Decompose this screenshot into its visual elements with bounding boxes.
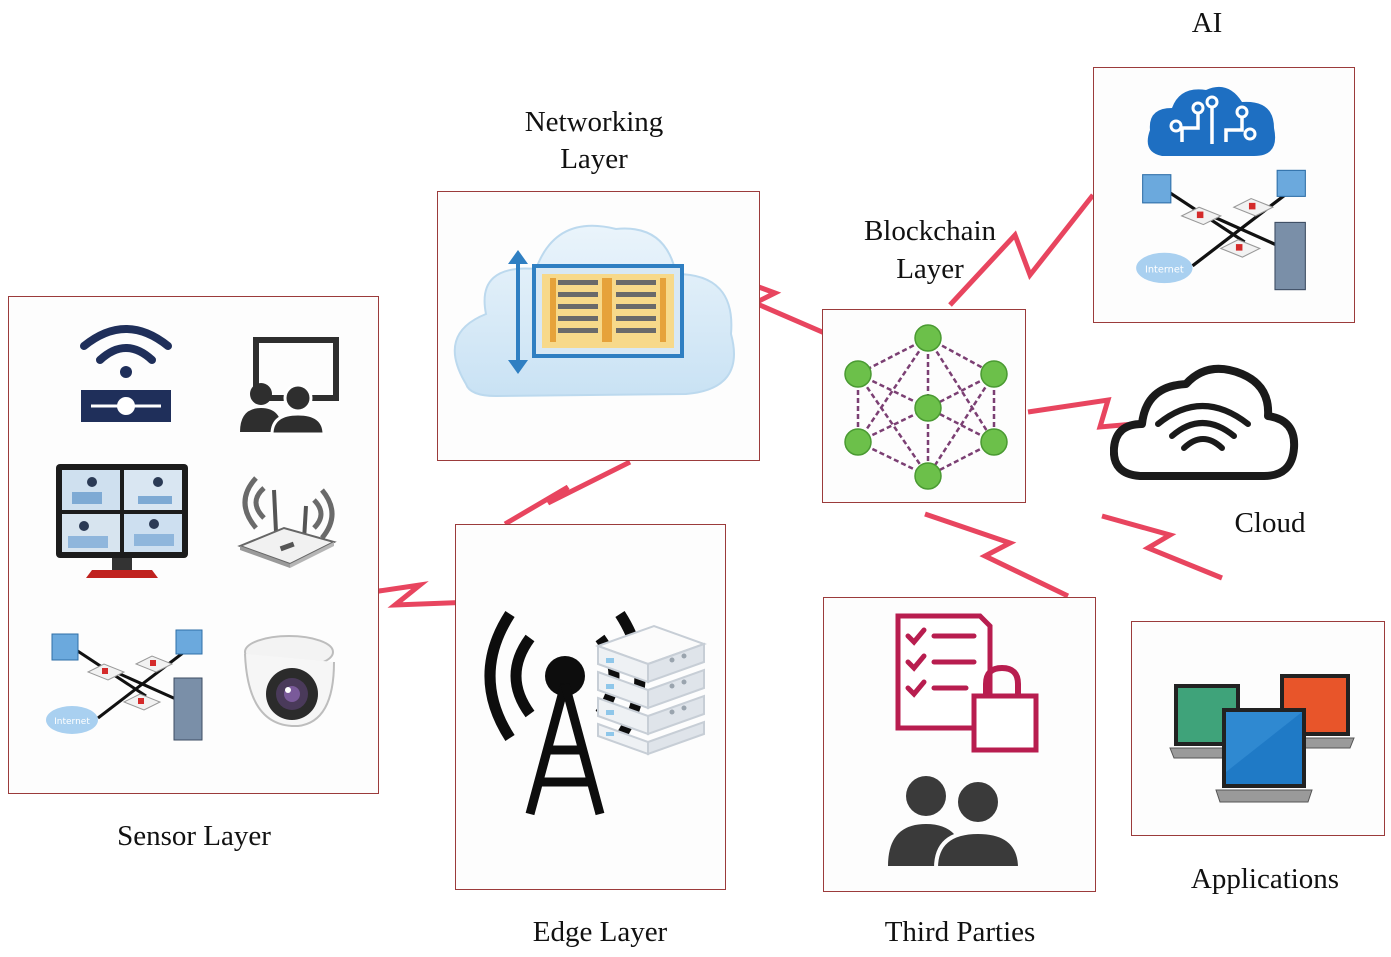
sensor-layer-label: Sensor Layer [117, 820, 271, 852]
networking-label-line2: Layer [560, 143, 628, 175]
edge-layer-label: Edge Layer [532, 916, 668, 948]
monitors-icon [1169, 674, 1355, 803]
presentation-icon [240, 337, 339, 436]
networking-label-line1: Networking [524, 106, 664, 138]
ai-cloud-icon [1147, 86, 1276, 156]
server-rack-icon [595, 624, 707, 756]
cloud-label: Cloud [1234, 507, 1306, 539]
applications-label: Applications [1190, 863, 1340, 895]
checklist-lock-icon [895, 613, 1039, 753]
network-topology-icon: Internet [46, 629, 203, 741]
blockchain-label-line1: Blockchain [863, 215, 997, 247]
cloud-server-icon [453, 224, 735, 398]
wireless-router-icon [237, 476, 337, 568]
link-blockchain-ai [948, 193, 1095, 307]
blockchain-graph-icon [844, 324, 1008, 490]
link-edge-networking [503, 459, 632, 527]
users-icon [888, 776, 1023, 870]
link-blockchain-applications [1101, 513, 1223, 581]
wifi-router-icon [80, 325, 172, 422]
blockchain-label-line2: Layer [896, 253, 964, 285]
dome-camera-icon [244, 635, 335, 728]
network-topology-icon: Internet [1136, 169, 1306, 291]
third-parties-label: Third Parties [884, 916, 1036, 948]
internet-text: Internet [1145, 264, 1184, 275]
wifi-cloud-icon [1110, 364, 1299, 480]
ai-label: AI [1191, 7, 1223, 39]
link-blockchain-thirdparties [924, 511, 1070, 599]
surveillance-monitor-icon [56, 464, 188, 578]
internet-text: Internet [54, 717, 90, 727]
